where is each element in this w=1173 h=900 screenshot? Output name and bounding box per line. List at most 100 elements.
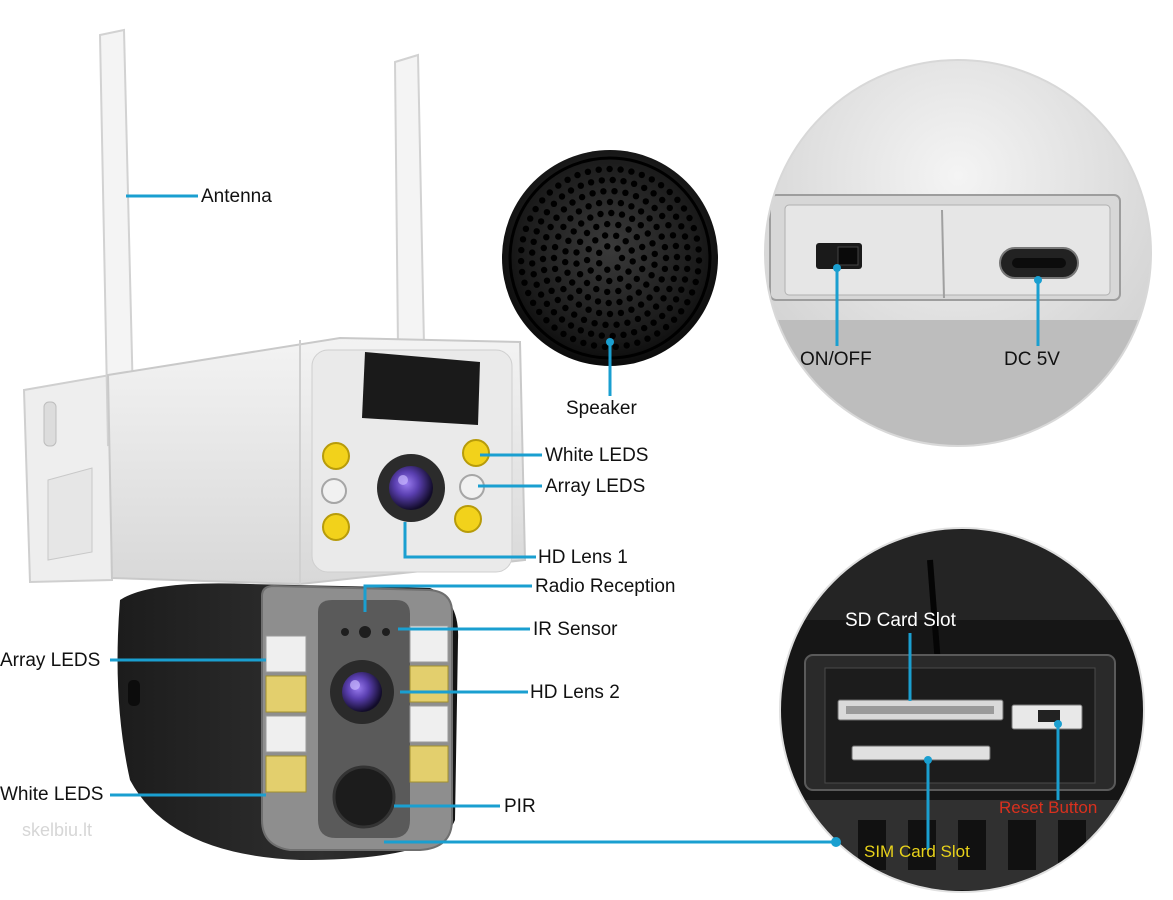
speaker-hole — [639, 265, 646, 273]
speaker-hole — [555, 182, 562, 189]
speaker-hole — [543, 317, 550, 324]
label-dc-5v: DC 5V — [1004, 349, 1060, 370]
speaker-hole — [618, 211, 626, 218]
speaker-hole — [633, 275, 640, 283]
speaker-hole — [583, 279, 591, 287]
speaker-hole — [611, 188, 618, 195]
speaker-hole — [640, 254, 648, 262]
speaker-hole — [573, 249, 580, 256]
speaker-hole — [587, 267, 594, 274]
speaker-hole — [536, 308, 543, 316]
speaker-hole — [658, 276, 665, 283]
speaker-hole — [560, 223, 567, 231]
speaker-hole — [558, 193, 566, 200]
speaker-hole — [614, 245, 621, 252]
speaker-hole — [565, 237, 572, 244]
speaker-hole — [617, 199, 625, 207]
speaker-hole — [550, 309, 558, 316]
speaker-hole — [560, 206, 568, 213]
speaker-hole — [650, 190, 657, 197]
speaker-hole — [577, 182, 584, 189]
speaker-hole — [562, 248, 569, 255]
speaker-hole — [569, 199, 576, 206]
speaker-hole — [567, 322, 575, 329]
speaker-hole — [678, 286, 685, 293]
speaker-hole — [567, 215, 574, 222]
speaker-hole — [519, 236, 527, 243]
speaker-hole — [543, 234, 550, 241]
speaker-hole — [604, 288, 611, 296]
speaker-hole — [533, 228, 540, 235]
speaker-hole — [617, 309, 625, 317]
speaker-hole — [604, 266, 611, 273]
speaker-hole — [630, 329, 638, 336]
speaker-hole — [587, 330, 595, 337]
speaker-hole — [527, 215, 534, 222]
speaker-hole — [618, 254, 626, 262]
speaker-hole — [662, 323, 670, 331]
speaker-hole — [604, 220, 611, 228]
speaker-hole — [539, 197, 546, 204]
speaker-hole — [555, 276, 562, 283]
leader-dots — [606, 264, 1062, 847]
speaker-hole — [674, 196, 681, 203]
speaker-hole — [635, 289, 642, 296]
speaker-hole — [594, 298, 602, 305]
speaker-hole — [580, 316, 588, 323]
speaker-hole — [688, 289, 696, 296]
card-slot-closeup — [779, 527, 1145, 893]
speaker-hole — [584, 168, 592, 175]
speaker-hole — [634, 339, 641, 346]
speaker-hole — [601, 343, 609, 351]
speaker-hole — [669, 232, 677, 239]
speaker-hole — [583, 256, 591, 264]
label-hd-lens-2: HD Lens 2 — [530, 682, 620, 703]
label-antenna: Antenna — [201, 186, 272, 207]
speaker-hole — [540, 266, 548, 274]
speaker-hole — [672, 242, 680, 250]
speaker-hole — [554, 296, 561, 304]
speaker-hole — [658, 233, 665, 240]
speaker-hole — [670, 275, 677, 282]
speaker-hole — [550, 254, 558, 262]
speaker-hole — [616, 275, 624, 282]
speaker-hole — [673, 253, 681, 261]
sim-card-slot — [851, 745, 991, 761]
speaker-hole — [644, 310, 651, 317]
camera-body — [22, 28, 527, 860]
speaker-hole — [571, 311, 578, 318]
speaker-hole — [564, 269, 571, 276]
speaker-hole — [537, 291, 545, 298]
speaker-hole — [672, 213, 680, 220]
speaker-hole — [660, 295, 667, 302]
speaker-hole — [613, 321, 620, 328]
speaker-hole — [643, 281, 650, 288]
speaker-hole — [625, 226, 632, 233]
speaker-hole — [622, 189, 629, 196]
speaker-hole — [651, 250, 658, 258]
speaker-hole — [657, 182, 665, 189]
speaker-hole — [665, 222, 672, 229]
speaker-hole — [585, 203, 592, 210]
speaker-hole — [630, 180, 638, 187]
radio-reception-leader — [363, 584, 532, 612]
speaker-hole — [600, 188, 607, 195]
speaker-hole — [617, 166, 624, 173]
speaker-hole — [580, 339, 587, 347]
speaker-hole — [652, 303, 660, 310]
speaker-hole — [624, 319, 631, 326]
speaker-hole — [567, 187, 575, 194]
speaker-hole — [595, 309, 603, 317]
speaker-hole — [613, 232, 620, 239]
speaker-hole — [623, 342, 630, 349]
speaker-hole — [543, 277, 551, 284]
speaker-hole — [666, 304, 673, 312]
hd-lens-1-leader — [403, 522, 536, 559]
label-ir-sensor: IR Sensor — [533, 619, 618, 640]
label-radio-reception: Radio Reception — [535, 576, 676, 597]
speaker-hole — [532, 205, 539, 213]
speaker-hole — [560, 285, 567, 293]
led-modules-left — [265, 635, 307, 793]
speaker-hole — [585, 306, 592, 313]
speaker-hole — [684, 254, 692, 262]
